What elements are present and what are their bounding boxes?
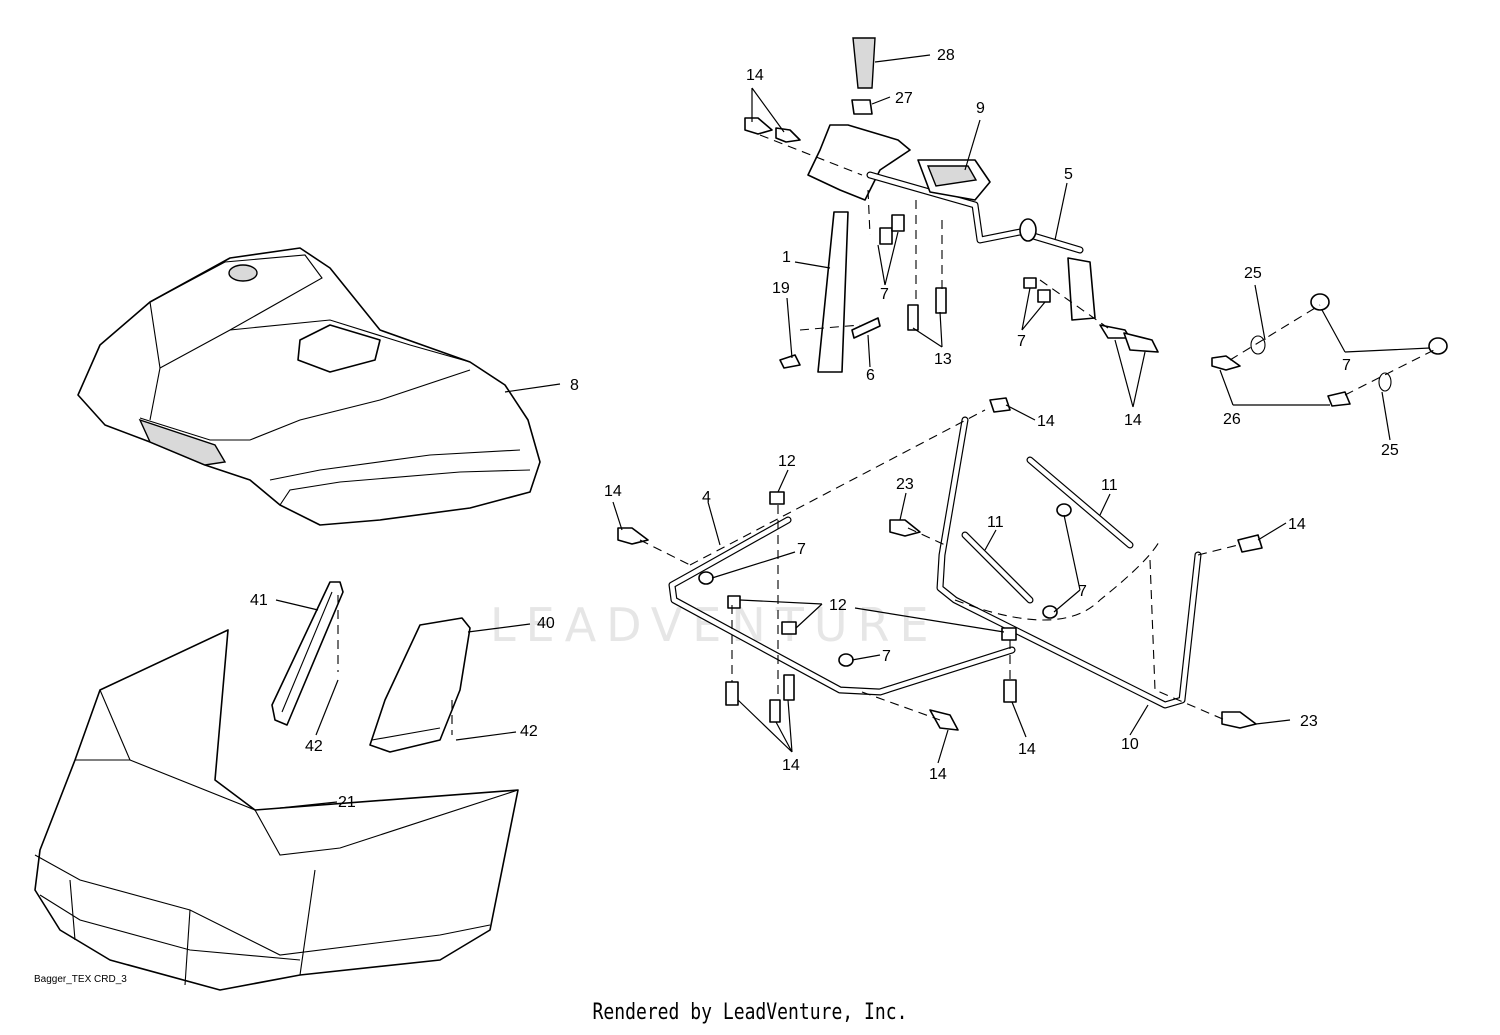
callout-14d: 14 (604, 483, 622, 500)
callout-14g: 14 (929, 766, 947, 783)
render-credit: Rendered by LeadVenture, Inc. (592, 1000, 908, 1025)
callout-14h: 14 (1018, 741, 1036, 758)
callout-5: 5 (1064, 166, 1073, 183)
leader-lines (275, 54, 1431, 809)
watermark-text: LEADVENTURE (490, 598, 939, 652)
callout-41: 41 (250, 592, 268, 609)
callout-14c: 14 (1037, 413, 1055, 430)
callout-11b: 11 (987, 514, 1004, 531)
callout-25a: 25 (1244, 265, 1262, 282)
callout-27: 27 (895, 90, 913, 107)
callout-7a: 7 (880, 286, 889, 303)
part-1-tube (779, 211, 881, 373)
callout-28: 28 (937, 47, 955, 64)
diagram-code: Bagger_TEX CRD_3 (34, 974, 127, 985)
callout-23a: 23 (896, 476, 914, 493)
callout-labels: 28 27 9 5 14 1 19 6 7 13 7 14 8 25 7 26 … (250, 47, 1399, 811)
callout-13: 13 (934, 351, 952, 368)
callout-8: 8 (570, 377, 579, 394)
callout-14e: 14 (1288, 516, 1306, 533)
callout-42b: 42 (520, 723, 538, 740)
callout-12b: 12 (829, 597, 847, 614)
callout-4: 4 (702, 489, 711, 506)
callout-7d: 7 (797, 541, 806, 558)
part-40-panel (369, 617, 471, 753)
frame-assembly (617, 397, 1263, 731)
callout-11a: 11 (1101, 477, 1118, 494)
callout-26: 26 (1223, 411, 1241, 428)
callout-7b: 7 (1017, 333, 1026, 350)
callout-7c: 7 (1342, 357, 1351, 374)
callout-1: 1 (782, 249, 791, 266)
part-41-panel (271, 581, 344, 726)
callout-14a: 14 (746, 67, 764, 84)
callout-7e: 7 (1078, 583, 1087, 600)
handle-assembly (744, 37, 1159, 353)
callout-21: 21 (338, 794, 356, 811)
callout-7f: 7 (882, 648, 891, 665)
part-8-hood (77, 247, 541, 526)
callout-14f: 14 (782, 757, 800, 774)
callout-42a: 42 (305, 738, 323, 755)
callout-19: 19 (772, 280, 790, 297)
part-21-bag (34, 629, 519, 991)
callout-12a: 12 (778, 453, 796, 470)
callout-9: 9 (976, 100, 985, 117)
right-hardware (1211, 293, 1448, 407)
callout-23b: 23 (1300, 713, 1318, 730)
alignment-lines (337, 134, 1439, 735)
callout-25b: 25 (1381, 442, 1399, 459)
callout-14b: 14 (1124, 412, 1142, 429)
callout-6: 6 (866, 367, 875, 384)
callout-40: 40 (537, 615, 555, 632)
callout-10: 10 (1121, 736, 1139, 753)
